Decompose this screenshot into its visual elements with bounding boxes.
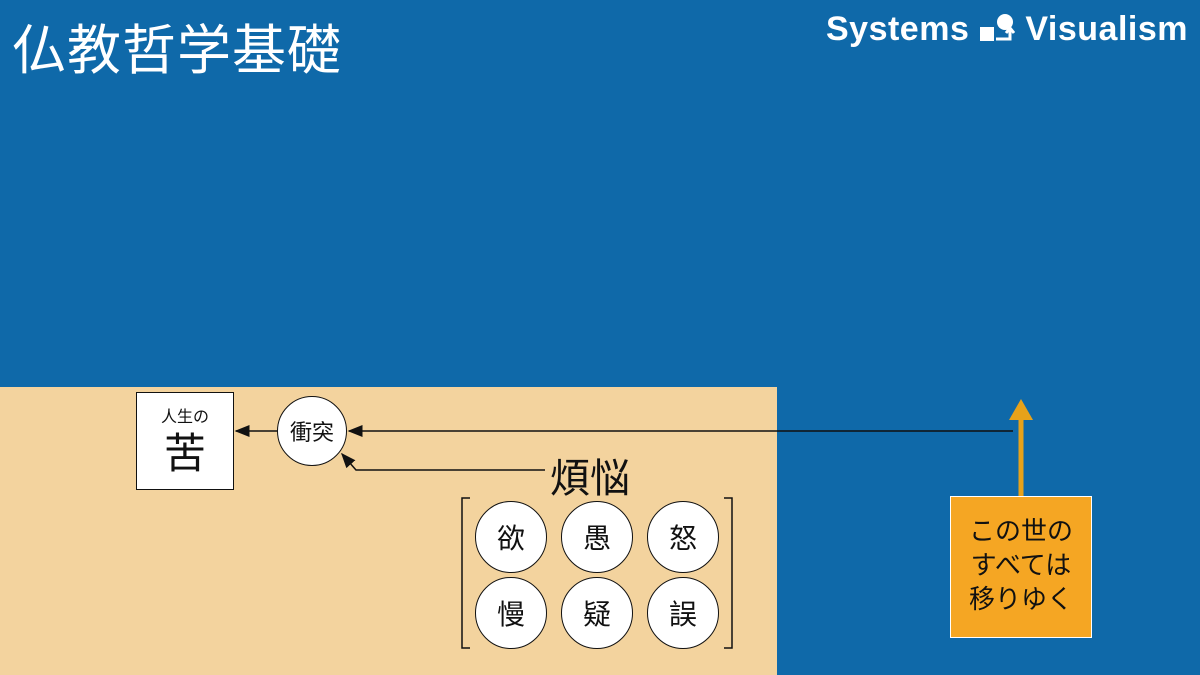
impermanence-line: すべては (970, 551, 1072, 582)
brand-logo: Systems Visualism (826, 10, 1188, 49)
suffering-label-big: 苦 (163, 429, 206, 478)
up-arrow-head (1009, 399, 1033, 420)
impermanence-box: この世の すべては 移りゆく (950, 496, 1092, 638)
logo-text-left: Systems (825, 10, 970, 48)
suffering-label-small: 人生の (160, 407, 209, 426)
affliction-node: 誤 (647, 577, 719, 649)
affliction-node: 愚 (561, 501, 633, 573)
impermanence-line: 移りゆく (968, 584, 1073, 615)
bracket-left (461, 497, 470, 649)
affliction-node: 慢 (475, 577, 547, 649)
conflict-node: 衝突 (277, 396, 347, 466)
arrow-afflictions-to-conflict (341, 452, 545, 471)
logo-mark-icon (980, 13, 1016, 41)
affliction-node: 怒 (647, 501, 719, 573)
impermanence-line: この世の (968, 517, 1073, 548)
afflictions-label: 煩悩 (550, 456, 630, 502)
logo-text-right: Visualism (1025, 10, 1188, 48)
affliction-node: 欲 (475, 501, 547, 573)
bracket-right (724, 497, 733, 649)
page-title: 仏教哲学基礎 (12, 19, 342, 82)
suffering-box: 人生の 苦 (136, 392, 234, 490)
affliction-node: 疑 (561, 577, 633, 649)
